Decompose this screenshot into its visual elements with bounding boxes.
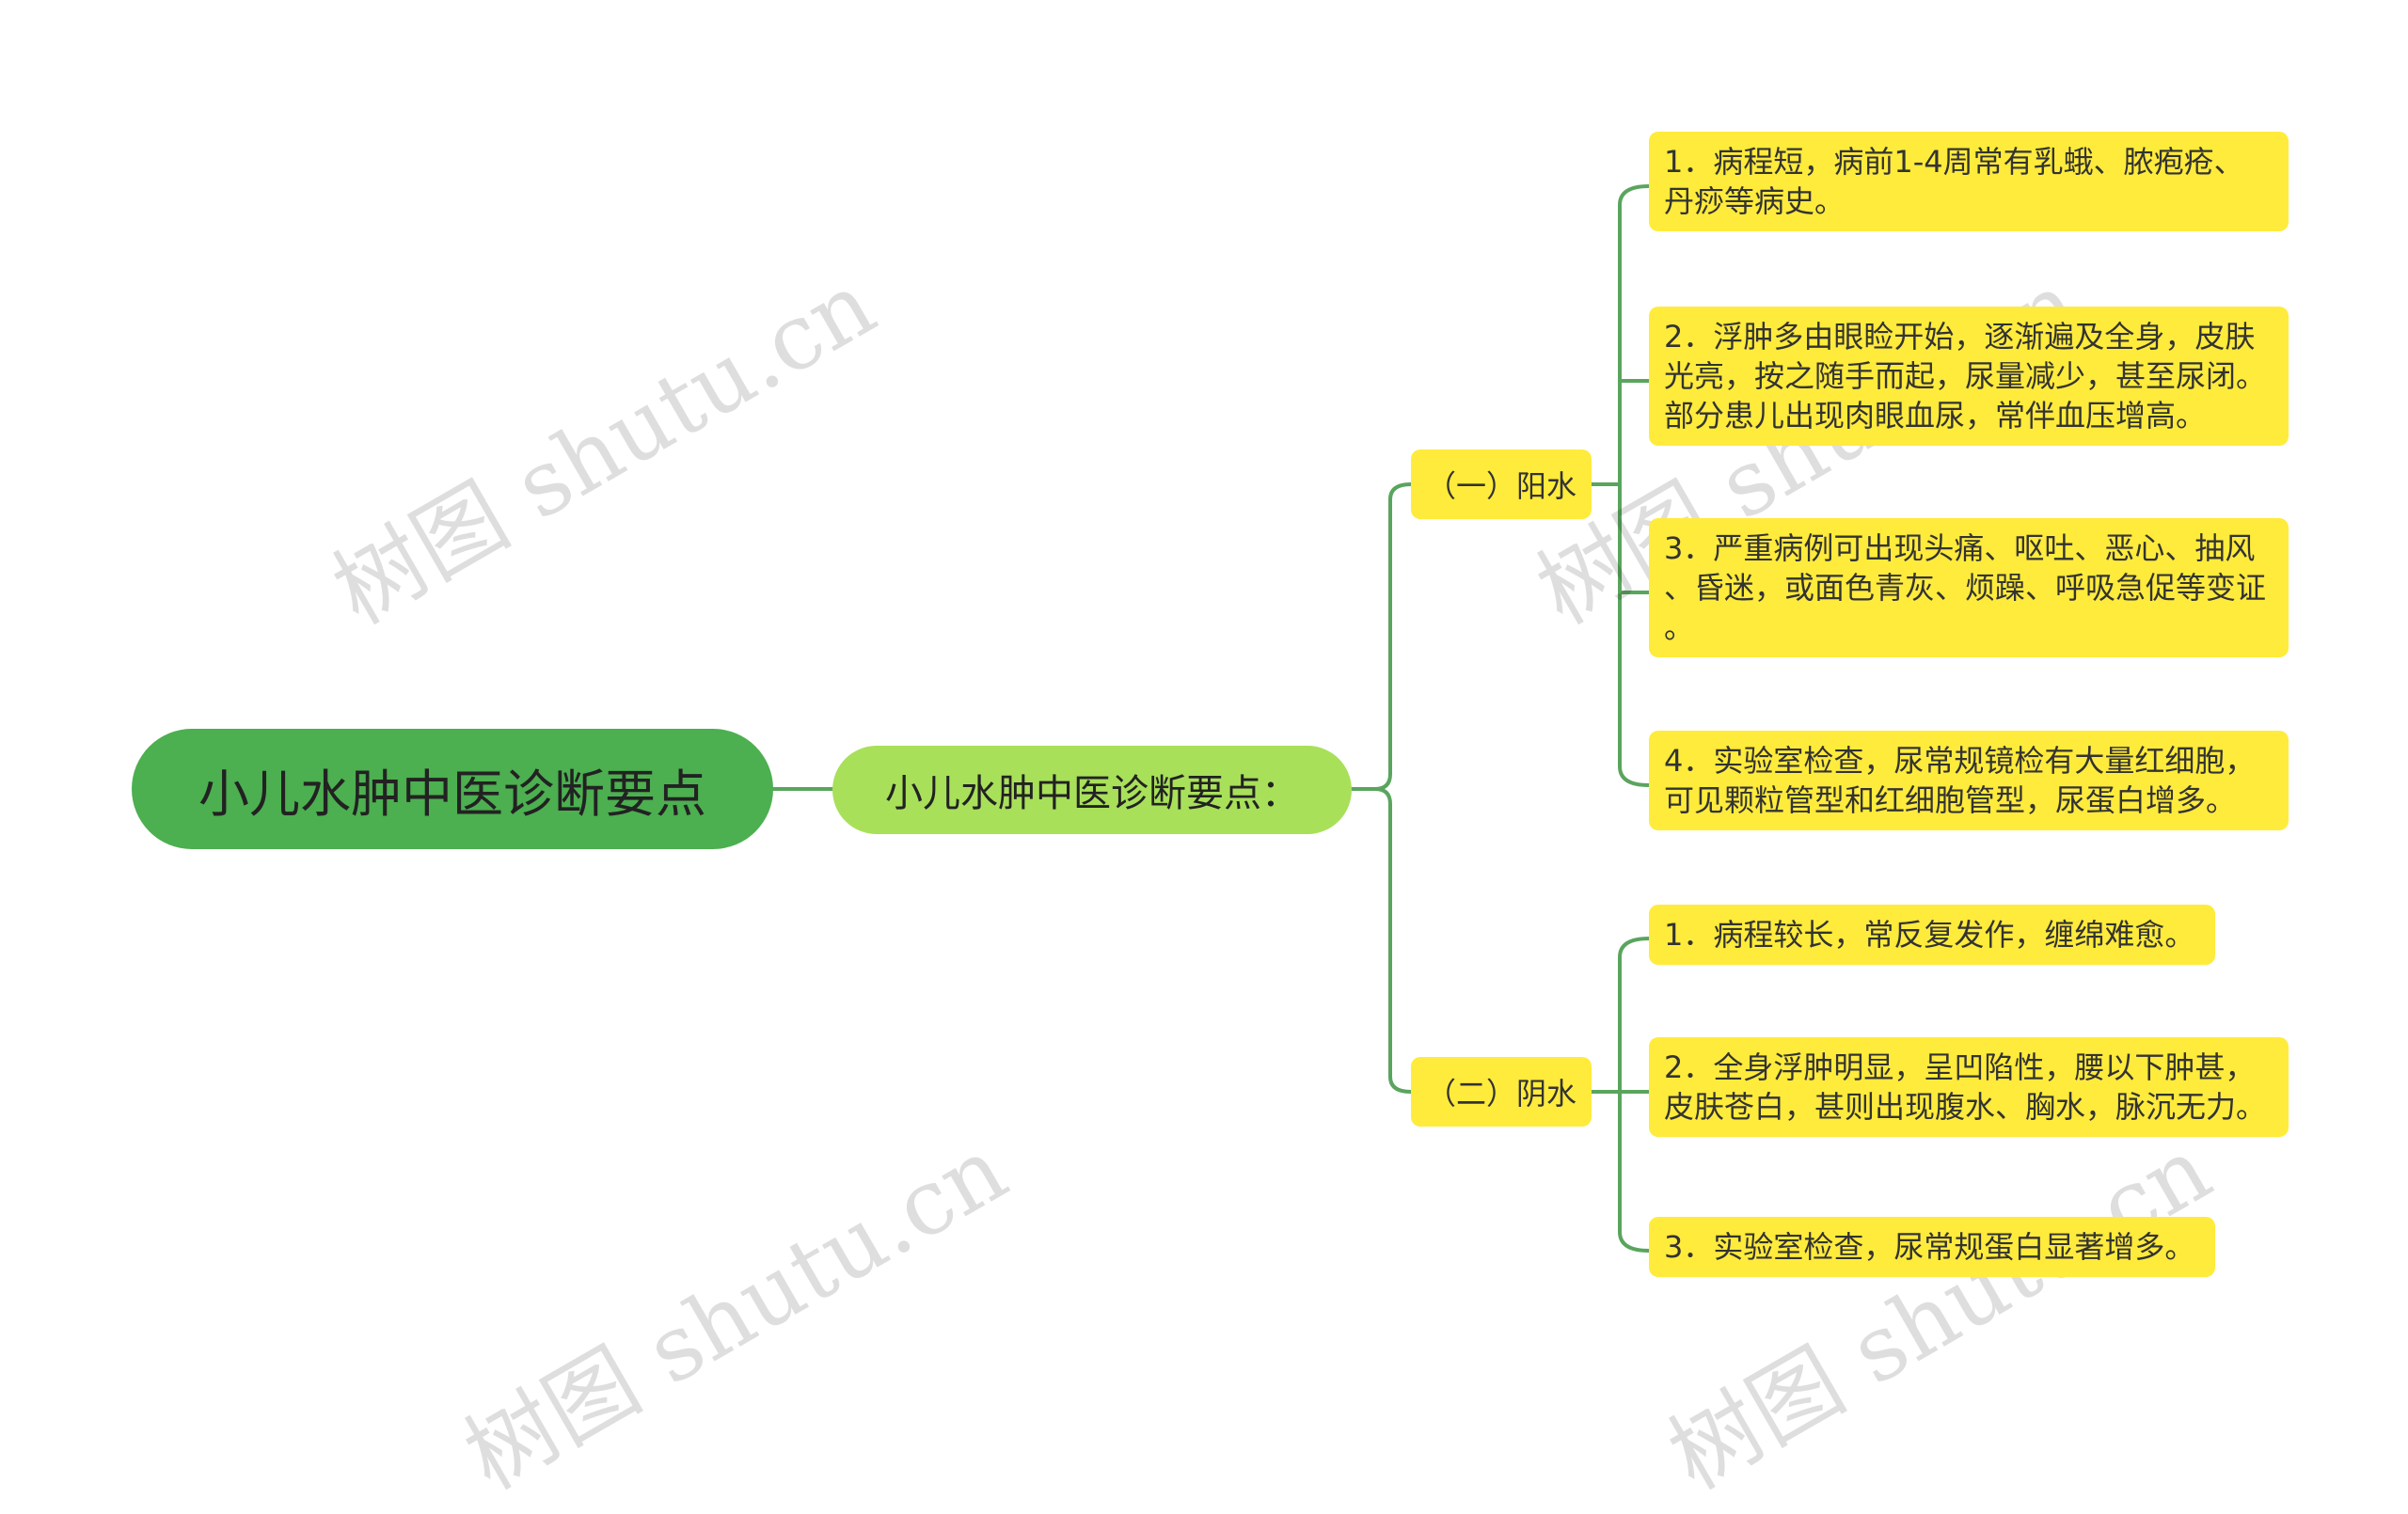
leaf-node[interactable]: 1．病程较长，常反复发作，缠绵难愈。 bbox=[1649, 905, 2215, 965]
leaf-node[interactable]: 3．严重病例可出现头痛、呕吐、恶心、抽风 、昏迷，或面色青灰、烦躁、呼吸急促等变… bbox=[1649, 518, 2289, 657]
leaf-node[interactable]: 4．实验室检查，尿常规镜检有大量红细胞， 可见颗粒管型和红细胞管型，尿蛋白增多。 bbox=[1649, 731, 2289, 830]
leaf-node[interactable]: 1．病程短，病前1-4周常有乳蛾、脓疱疮、 丹痧等病史。 bbox=[1649, 132, 2289, 231]
mindmap-connectors bbox=[771, 184, 1651, 1253]
leaf-node[interactable]: 2．全身浮肿明显，呈凹陷性，腰以下肿甚， 皮肤苍白，甚则出现腹水、胸水，脉沉无力… bbox=[1649, 1037, 2289, 1137]
main-topic-node[interactable]: 小儿水肿中医诊断要点： bbox=[832, 746, 1352, 834]
root-node[interactable]: 小儿水肿中医诊断要点 bbox=[132, 729, 773, 849]
connector-yang-items bbox=[1590, 184, 1651, 787]
branch-node-yin-edema[interactable]: （二）阴水 bbox=[1411, 1057, 1592, 1127]
connector-main-yang bbox=[1350, 482, 1413, 791]
leaf-node[interactable]: 3．实验室检查，尿常规蛋白显著增多。 bbox=[1649, 1217, 2215, 1277]
connector-yin-items bbox=[1590, 937, 1651, 1253]
leaf-node[interactable]: 2．浮肿多由眼睑开始，逐渐遍及全身，皮肤 光亮，按之随手而起，尿量减少，甚至尿闭… bbox=[1649, 307, 2289, 446]
connector-main-yin bbox=[1373, 787, 1413, 1094]
branch-node-yang-edema[interactable]: （一）阳水 bbox=[1411, 449, 1592, 519]
